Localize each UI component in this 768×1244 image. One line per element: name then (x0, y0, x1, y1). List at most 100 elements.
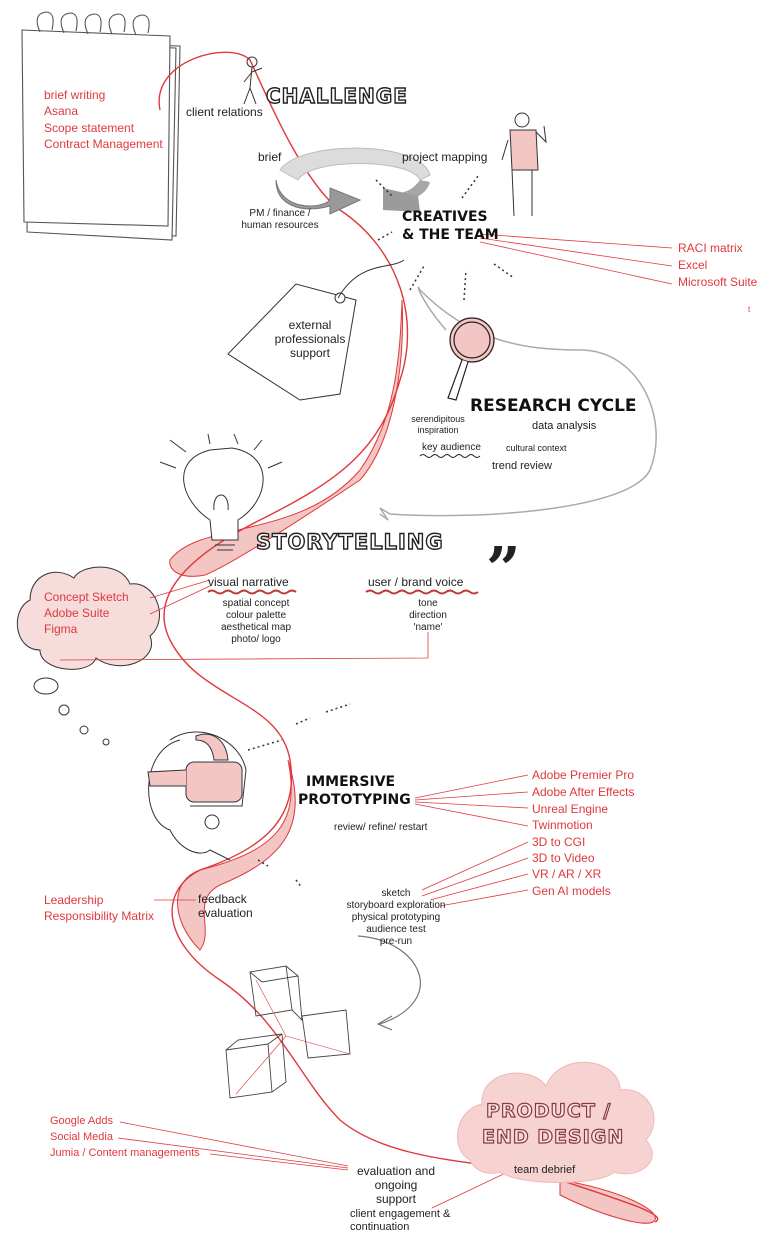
proto-tool-3d-cgi: 3D to CGI (532, 835, 586, 849)
client-figure-icon (243, 56, 263, 105)
storytelling-title: STORYTELLING (255, 529, 444, 554)
data-analysis-label: data analysis (532, 420, 597, 432)
feedback-line-1: feedback (198, 892, 247, 906)
team-tick-mark: t (748, 305, 751, 314)
feedback-evaluation-label: feedback evaluation (198, 892, 253, 920)
vr-dotted-lines (247, 703, 351, 889)
key-audience-underline (419, 454, 481, 458)
notebook-item-scope: Scope statement (44, 121, 135, 135)
client-relations-label: client relations (186, 105, 263, 119)
visual-item-colour: colour palette (225, 610, 287, 621)
pm-line-1: PM / finance / (249, 208, 311, 219)
proto-tool-twinmotion: Twinmotion (532, 818, 593, 832)
proto-title-line-1: IMMERSIVE (306, 774, 396, 790)
voice-items-list: tone direction 'name' (388, 598, 468, 634)
product-title-line-1: PRODUCT / (485, 1099, 612, 1122)
product-title-line-2: END DESIGN (481, 1125, 625, 1148)
project-mapping-label: project mapping (402, 150, 488, 164)
leadership-line-2: Responsibility Matrix (44, 909, 155, 923)
brief-label: brief (258, 150, 282, 164)
prototyping-steps-list: sketch storyboard exploration physical p… (336, 888, 456, 948)
key-audience-label: key audience (422, 442, 481, 453)
notebook-item-asana: Asana (44, 104, 79, 118)
notebook-item-brief-writing: brief writing (44, 88, 106, 102)
connector-lines (59, 233, 673, 1209)
marketing-tool-social: Social Media (50, 1131, 113, 1143)
step-pre-run: pre-run (379, 936, 413, 947)
leadership-matrix-label: Leadership Responsibility Matrix (44, 892, 154, 924)
proto-tool-premier: Adobe Premier Pro (532, 768, 635, 782)
brand-voice-label: user / brand voice (368, 575, 464, 589)
brand-voice-underline (365, 589, 479, 595)
proto-tool-gen-ai: Gen AI models (532, 884, 611, 898)
tag-icon (227, 259, 405, 401)
proto-tool-after-effects: Adobe After Effects (532, 785, 635, 799)
step-audience-test: audience test (366, 924, 426, 935)
team-title-line-2: & THE TEAM (402, 227, 499, 243)
thought-cloud-icon (16, 566, 160, 746)
visual-narrative-underline (207, 589, 297, 595)
team-tool-microsoft: Microsoft Suite (678, 275, 758, 289)
step-sketch: sketch (381, 888, 411, 899)
voice-item-tone: tone (418, 598, 438, 609)
marketing-tool-jumia: Jumia / Content managements (50, 1147, 200, 1159)
review-refine-label: review/ refine/ restart (334, 822, 428, 833)
external-line-1: external (288, 318, 332, 332)
client-line-2: continuation (350, 1221, 410, 1233)
visual-item-spatial: spatial concept (222, 598, 290, 609)
proto-tool-vr-ar-xr: VR / AR / XR (532, 867, 602, 881)
visual-item-photo: photo/ logo (231, 634, 281, 645)
visual-item-aesthetical: aesthetical map (220, 622, 292, 633)
serendipitous-label: serendipitous inspiration (406, 414, 470, 436)
quote-icon: ” (486, 535, 521, 605)
creatives-team-title: CREATIVES & THE TEAM (402, 208, 499, 244)
visual-narrative-label: visual narrative (208, 575, 289, 589)
serendipitous-line-1: serendipitous (411, 414, 465, 424)
immersive-prototyping-title: IMMERSIVE PROTOTYPING (298, 773, 411, 809)
pm-finance-label: PM / finance / human resources (236, 208, 324, 232)
step-physical: physical prototyping (351, 912, 441, 923)
cycle-arrows-icon (275, 147, 431, 215)
client-engagement-label: client engagement & continuation (350, 1208, 450, 1234)
creative-person-icon (501, 112, 547, 217)
notebook-icon (21, 11, 181, 241)
team-debrief-label: team debrief (514, 1164, 576, 1176)
cloud-tool-adobe-suite: Adobe Suite (44, 606, 110, 620)
team-tool-excel: Excel (678, 258, 708, 272)
research-loop (379, 286, 657, 521)
team-rays (375, 175, 515, 301)
external-support-label: external professionals support (270, 318, 350, 360)
client-line-1: client engagement & (350, 1208, 451, 1220)
step-storyboard: storyboard exploration (346, 900, 446, 911)
proto-tool-unreal: Unreal Engine (532, 802, 609, 816)
return-arrow (357, 935, 421, 1031)
visual-items-list: spatial concept colour palette aesthetic… (206, 598, 306, 646)
voice-item-name: 'name' (413, 622, 443, 633)
evaluation-support-label: evaluation and ongoing support (350, 1164, 442, 1206)
journey-ribbon-fill-2 (177, 759, 296, 951)
cultural-context-label: cultural context (506, 443, 567, 453)
cloud-tool-figma: Figma (44, 622, 78, 636)
research-cycle-title: RESEARCH CYCLE (470, 396, 637, 416)
proto-title-line-2: PROTOTYPING (298, 792, 411, 808)
magnifier-icon (447, 317, 495, 401)
cubes-icon (225, 965, 351, 1099)
vr-headset-icon (147, 731, 247, 861)
evaluation-line-2: ongoing (374, 1178, 418, 1192)
evaluation-line-3: support (375, 1192, 417, 1206)
voice-item-direction: direction (409, 610, 447, 621)
evaluation-line-1: evaluation and (356, 1164, 436, 1178)
external-line-2: professionals (274, 332, 346, 346)
journey-ribbon-fill (169, 299, 403, 577)
marketing-tool-google: Google Adds (50, 1115, 113, 1127)
notebook-item-contract: Contract Management (44, 137, 163, 151)
team-tool-raci: RACI matrix (678, 241, 743, 255)
challenge-title: CHALLENGE (265, 83, 408, 108)
cloud-tool-concept-sketch: Concept Sketch (44, 590, 129, 604)
product-cloud-icon (457, 1061, 655, 1183)
serendipitous-line-2: inspiration (417, 425, 459, 435)
journey-ribbon-fill-3 (559, 1179, 656, 1224)
feedback-line-2: evaluation (198, 906, 253, 920)
leadership-line-1: Leadership (44, 893, 104, 907)
